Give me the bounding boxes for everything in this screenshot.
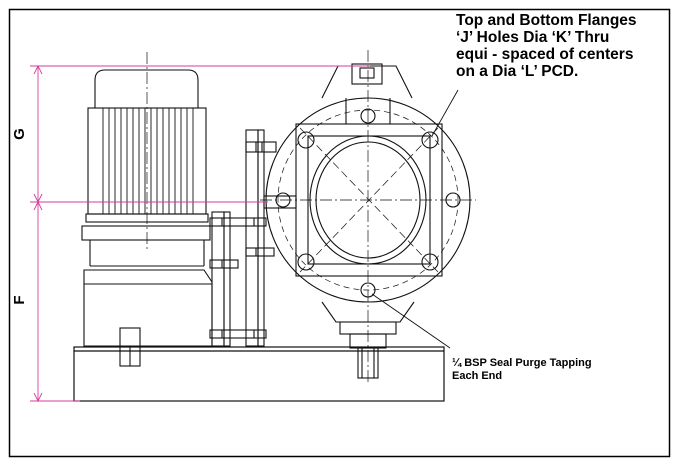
dimension-label-g: G [11,128,28,140]
drawing-border [8,8,671,458]
note-line: on a Dia ‘L’ PCD. [456,63,579,80]
seal-purge-note: ¼ BSP Seal Purge Tapping Each End [452,357,672,383]
dimension-lines [30,64,370,403]
coupling-bracket [209,129,297,347]
flange-holes-note: Top and Bottom Flanges ‘J’ Holes Dia ‘K’… [456,12,678,80]
motor [81,52,213,367]
valve-body [260,50,476,382]
base-plate [73,346,445,402]
dimension-label-f: F [11,295,28,305]
note-line: Each End [452,370,503,382]
leader-lines [371,89,459,349]
note-line: equi - spaced of centers [456,46,634,63]
note-line: ¼ BSP Seal Purge Tapping [452,357,592,369]
note-line: ‘J’ Holes Dia ‘K’ Thru [456,29,610,46]
note-line: Top and Bottom Flanges [456,12,637,29]
